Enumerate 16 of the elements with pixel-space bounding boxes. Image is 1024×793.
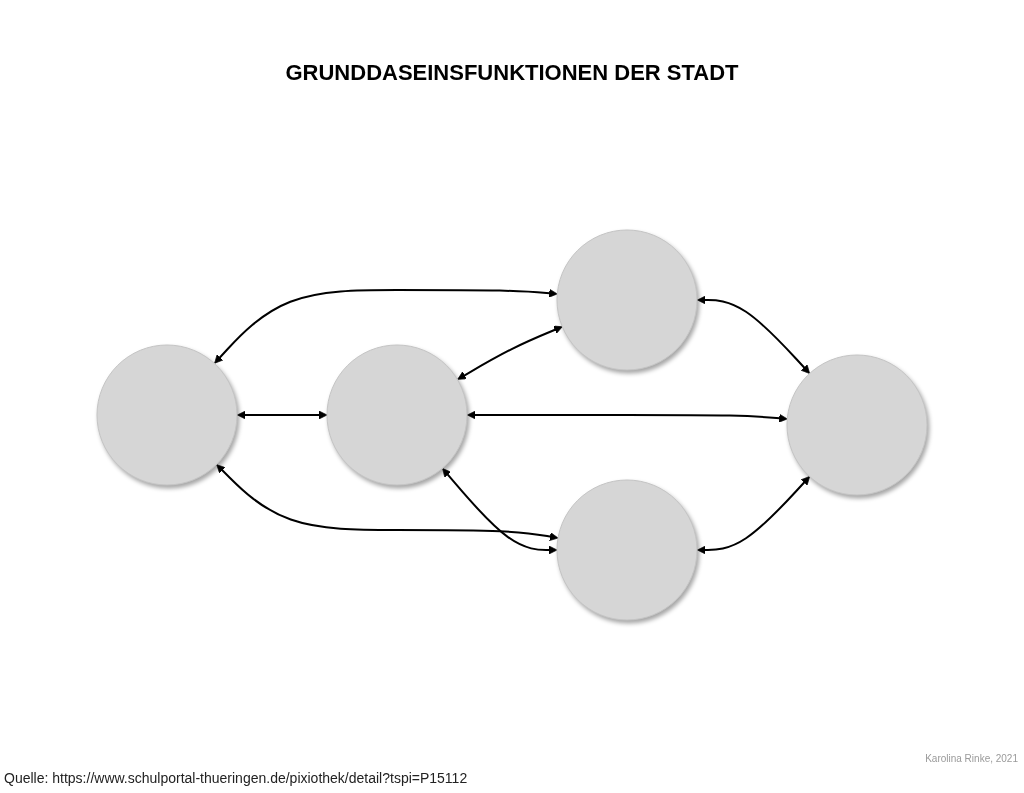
node-circle xyxy=(96,344,238,486)
arrow xyxy=(442,468,558,555)
node-circle xyxy=(556,479,698,621)
source-caption: Quelle: https://www.schulportal-thueringen.de/pixiothek/detail?tspi=P15112 xyxy=(4,770,468,786)
credit-note: Karolina Rinke, 2021 xyxy=(925,753,1018,764)
node-circle xyxy=(786,354,928,496)
node-circle xyxy=(556,229,698,371)
arrow xyxy=(697,476,810,555)
diagram-title: GRUNDDASEINSFUNKTIONEN DER STADT xyxy=(285,60,739,86)
node-circle xyxy=(326,344,468,486)
arrow xyxy=(697,295,810,374)
arrow xyxy=(457,325,563,380)
arrow xyxy=(467,410,788,423)
arrow xyxy=(214,288,558,364)
arrow xyxy=(237,410,328,420)
arrow xyxy=(216,464,559,541)
